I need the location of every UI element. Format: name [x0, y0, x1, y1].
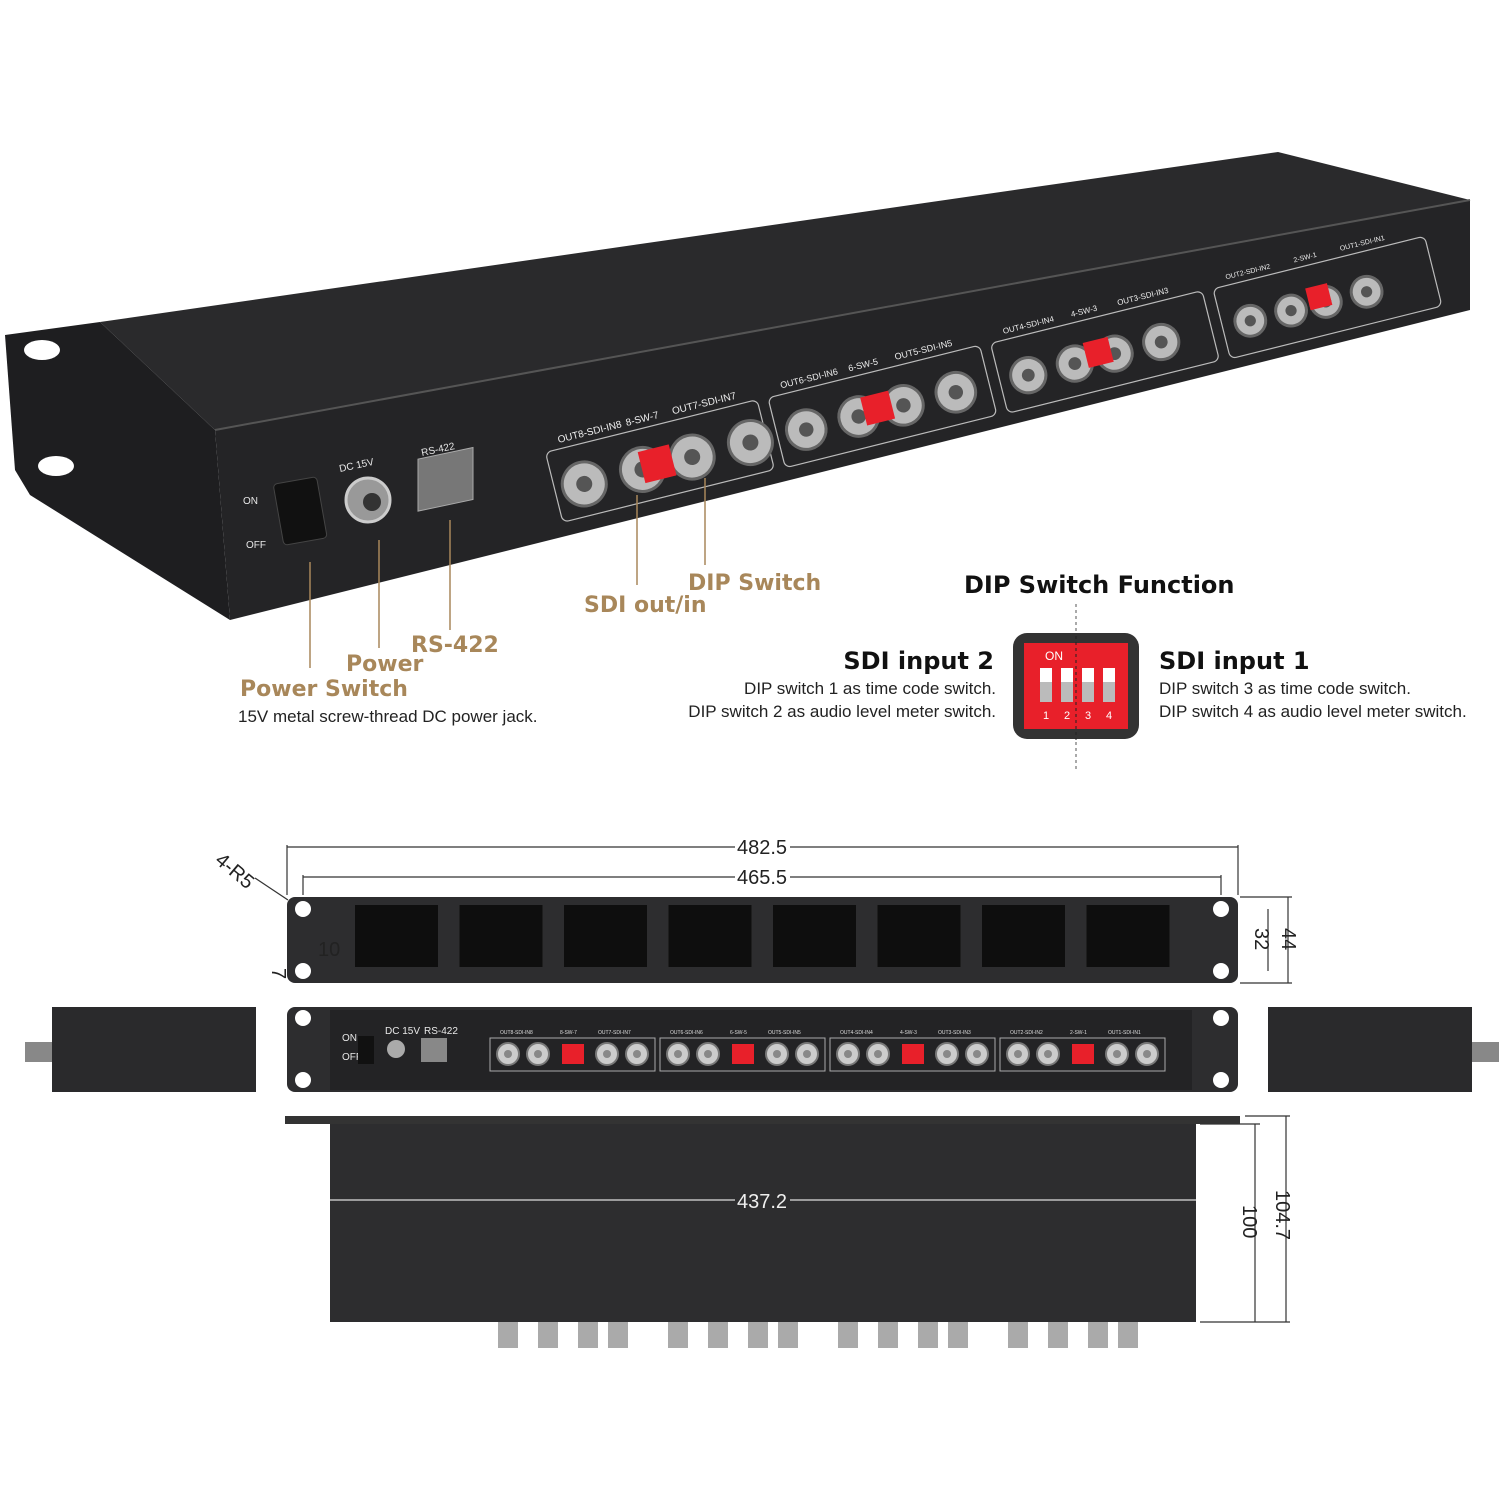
switch-label: 4-SW-3	[900, 1030, 917, 1036]
switch-label: 6-SW-5	[730, 1030, 747, 1036]
bnc-connector-side	[1048, 1322, 1068, 1348]
dip-function-title: DIP Switch Function	[964, 571, 1235, 599]
dim-body-width: 437.2	[737, 1191, 787, 1213]
dim-depth-inner: 100	[1238, 1205, 1260, 1238]
dip-number: 4	[1106, 710, 1112, 722]
bnc-connector-side	[778, 1322, 798, 1348]
small-power-switch[interactable]	[358, 1036, 374, 1064]
power-desc: 15V metal screw-thread DC power jack.	[238, 707, 538, 726]
rack-ear-left	[5, 322, 230, 620]
bnc-connector-side	[878, 1322, 898, 1348]
bnc-connector-side	[538, 1322, 558, 1348]
channel-label: OUT5-SDI-IN5	[768, 1030, 801, 1036]
bnc-connector-side	[838, 1322, 858, 1348]
switch-label: 2-SW-1	[1070, 1030, 1087, 1036]
bnc-connector-side	[748, 1322, 768, 1348]
bnc-connector-side	[608, 1322, 628, 1348]
dip-switch[interactable]	[860, 390, 896, 426]
channel-label: OUT1-SDI-IN1	[1108, 1030, 1141, 1036]
dim-height-outer: 44	[1277, 928, 1299, 950]
small-on-label: ON	[342, 1033, 357, 1044]
channel-label: OUT6-SDI-IN6	[670, 1030, 703, 1036]
small-off-label: OFF	[342, 1052, 362, 1063]
bnc-connector-side	[1118, 1322, 1138, 1348]
small-dc-label: DC 15V	[385, 1026, 420, 1037]
sdi-input-2-title: SDI input 2	[843, 647, 994, 675]
dip-switch-diagram: ON 1 2 3 4	[1013, 633, 1139, 740]
front-view-dimensioned: 482.5 465.5 4-R5 10 7 32 44	[211, 835, 1299, 984]
dip-switch[interactable]	[1072, 1044, 1094, 1064]
small-rs422-label: RS-422	[424, 1026, 458, 1037]
sdi-input-1-title: SDI input 1	[1159, 647, 1310, 675]
right-desc-2: DIP switch 4 as audio level meter switch…	[1159, 702, 1467, 721]
dip-switch[interactable]	[1082, 336, 1114, 368]
channel-label: OUT4-SDI-IN4	[840, 1030, 873, 1036]
panel-window	[668, 905, 752, 967]
bnc-connector-side	[918, 1322, 938, 1348]
dip-number: 3	[1085, 710, 1091, 722]
dip-switch[interactable]	[732, 1044, 754, 1064]
bnc-connector-side	[578, 1322, 598, 1348]
dip-switch[interactable]	[637, 444, 677, 484]
device-top-face	[100, 152, 1470, 430]
dip-switch[interactable]	[902, 1044, 924, 1064]
dip-switch[interactable]	[1305, 283, 1333, 311]
port-panel-view: ON OFF DC 15V RS-422 OUT8-SDI-IN8 8-SW-7 O…	[25, 1007, 1499, 1092]
sdi-callout: SDI out/in	[584, 593, 706, 618]
panel-window	[773, 905, 856, 967]
bnc-connector-side	[948, 1322, 968, 1348]
channel-label: OUT2-SDI-IN2	[1010, 1030, 1043, 1036]
dip-callout: DIP Switch	[688, 571, 821, 596]
bnc-connector-side	[668, 1322, 688, 1348]
dim-offset-x: 10	[318, 939, 340, 961]
switch-label: 8-SW-7	[560, 1030, 577, 1036]
left-desc-1: DIP switch 1 as time code switch.	[744, 679, 996, 698]
right-desc-1: DIP switch 3 as time code switch.	[1159, 679, 1411, 698]
rs422-port[interactable]	[417, 446, 474, 512]
callouts	[309, 478, 706, 668]
side-view-right	[1268, 1007, 1472, 1092]
panel-window	[1086, 905, 1170, 967]
panel-window	[459, 905, 543, 967]
dim-radius: 4-R5	[211, 849, 258, 894]
dip-number: 2	[1064, 710, 1070, 722]
bnc-connector-side	[708, 1322, 728, 1348]
dim-depth-outer: 104.7	[1271, 1190, 1293, 1240]
dim-offset-y: 7	[267, 968, 289, 979]
left-desc-2: DIP switch 2 as audio level meter switch…	[688, 702, 996, 721]
channel-label: OUT7-SDI-IN7	[598, 1030, 631, 1036]
bnc-connector-side	[498, 1322, 518, 1348]
panel-window	[564, 905, 647, 967]
small-dc-jack[interactable]	[387, 1040, 405, 1058]
rs422-callout: RS-422	[411, 633, 499, 658]
power-off-label: OFF	[246, 540, 266, 551]
panel-window	[355, 905, 438, 967]
top-view-dimensioned: 437.2 100 104.7	[285, 1115, 1293, 1348]
power-callout: Power	[346, 652, 423, 677]
channel-label: OUT8-SDI-IN8	[500, 1030, 533, 1036]
side-view-left	[52, 1007, 256, 1092]
dip-switch[interactable]	[562, 1044, 584, 1064]
device-body-top	[330, 1124, 1196, 1322]
dip-number: 1	[1043, 710, 1049, 722]
power-on-label: ON	[243, 496, 258, 507]
dip-on-label: ON	[1045, 649, 1063, 663]
panel-window	[877, 905, 961, 967]
power-switch-callout: Power Switch	[240, 677, 408, 702]
dim-hole-spacing: 465.5	[737, 867, 787, 889]
bnc-connector-side	[1088, 1322, 1108, 1348]
small-rs422-port[interactable]	[421, 1038, 447, 1062]
bnc-connector-side	[1008, 1322, 1028, 1348]
panel-window	[982, 905, 1065, 967]
dim-overall-width: 482.5	[737, 837, 787, 859]
power-switch[interactable]	[273, 476, 328, 546]
dim-height-inner: 32	[1250, 928, 1272, 950]
channel-label: OUT3-SDI-IN3	[938, 1030, 971, 1036]
